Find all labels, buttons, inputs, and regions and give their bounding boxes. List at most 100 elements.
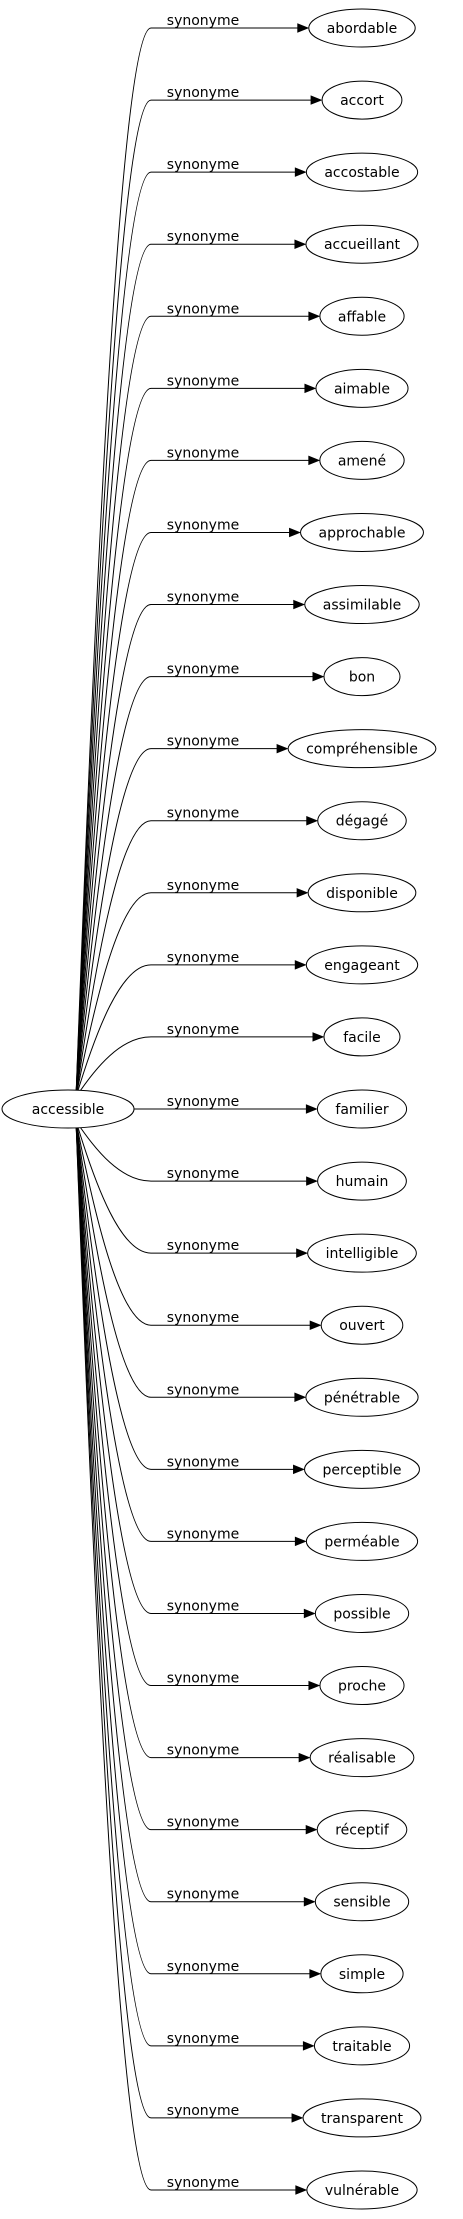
edge-synonyme: synonyme — [75, 517, 301, 1098]
arrowhead — [294, 239, 307, 249]
edge-label: synonyme — [167, 734, 239, 750]
synonym-node: abordable — [308, 8, 416, 48]
edge-line — [75, 1120, 304, 2047]
edge-synonyme: synonyme — [75, 878, 309, 1098]
synonym-node: facile — [323, 1017, 401, 1057]
edge-synonyme: synonyme — [75, 1120, 304, 2123]
edge-line — [75, 1120, 297, 1254]
synonym-node-label: engageant — [324, 958, 400, 974]
edge-line — [75, 1120, 305, 1614]
edges: synonyme synonyme synonyme synonyme synonyme… — [75, 13, 325, 2195]
edge-synonyme: synonyme — [75, 1120, 316, 1619]
edge-label: synonyme — [167, 1671, 239, 1687]
arrowhead — [312, 1032, 325, 1042]
synonym-node: accostable — [305, 152, 419, 192]
arrowhead — [296, 888, 309, 898]
edge-synonyme: synonyme — [75, 1120, 308, 2195]
edge-label: synonyme — [167, 590, 239, 606]
edge-label: synonyme — [167, 1166, 239, 1182]
synonym-node-label: assimilable — [323, 598, 401, 614]
synonym-node-label: aimable — [334, 381, 390, 397]
synonym-node: traitable — [313, 2026, 411, 2066]
edge-synonyme: synonyme — [75, 85, 323, 1098]
synonym-node: engageant — [305, 945, 419, 985]
edge-label: synonyme — [167, 2031, 239, 2047]
source-node: accessible — [1, 1089, 135, 1129]
synonym-node: accort — [321, 80, 403, 120]
synonym-node: possible — [314, 1593, 410, 1633]
edge-label: synonyme — [167, 1598, 239, 1614]
synonym-node: assimilable — [304, 585, 420, 625]
edge-label: synonyme — [167, 1022, 239, 1038]
edge-synonyme: synonyme — [75, 1120, 316, 1907]
edge-synonyme: synonyme — [75, 301, 321, 1098]
edge-label: synonyme — [167, 1887, 239, 1903]
edge-label: synonyme — [167, 2103, 239, 2119]
synonym-node-label: humain — [336, 1174, 389, 1190]
synonym-node: compréhensible — [287, 729, 437, 769]
synonym-node-label: réceptif — [335, 1823, 390, 1839]
edge-label: synonyme — [167, 950, 239, 966]
synonym-node-label: perceptible — [323, 1462, 402, 1478]
arrowhead — [309, 1320, 322, 1330]
arrowhead — [309, 1969, 322, 1979]
arrowhead — [305, 1104, 318, 1114]
arrowhead — [294, 167, 307, 177]
synonym-node-label: simple — [339, 1967, 385, 1983]
synonym-node: réalisable — [309, 1738, 415, 1778]
edge-synonyme: synonyme — [75, 950, 307, 1098]
arrowhead — [297, 23, 310, 33]
edge-label: synonyme — [167, 13, 239, 29]
edge-line — [75, 1120, 309, 1687]
edge-synonyme: synonyme — [75, 1120, 307, 1403]
edge-synonyme: synonyme — [75, 1120, 307, 1547]
synonym-node: intelligible — [307, 1233, 417, 1273]
edge-synonyme: synonyme — [75, 157, 307, 1098]
arrowhead — [295, 2185, 308, 2195]
edge-line — [75, 531, 290, 1098]
edge-synonyme: synonyme — [75, 1120, 308, 1258]
synonym-node-label: perméable — [324, 1534, 399, 1550]
edge-label: synonyme — [167, 1238, 239, 1254]
synonym-node: perceptible — [304, 1449, 420, 1489]
synonym-node-label: intelligible — [326, 1246, 399, 1262]
nodes: accessible abordable accort accostable accu… — [1, 8, 437, 2210]
arrowhead — [312, 671, 325, 682]
synonym-node-label: accueillant — [324, 237, 401, 253]
synonym-node-label: pénétrable — [324, 1390, 400, 1406]
edge-synonyme: synonyme — [75, 1022, 325, 1098]
edge-line — [75, 1120, 310, 1975]
arrowhead — [308, 455, 321, 466]
edge-line — [75, 1120, 305, 1903]
synonym-node-label: disponible — [326, 886, 398, 902]
synonym-node: familier — [316, 1089, 408, 1129]
edge-synonyme: synonyme — [75, 1120, 322, 1330]
edge-line — [75, 892, 298, 1098]
arrowhead — [294, 960, 307, 970]
synonym-node: affable — [319, 296, 405, 336]
synonym-node: ouvert — [320, 1305, 404, 1345]
edge-label: synonyme — [167, 1094, 239, 1110]
arrowhead — [303, 1608, 316, 1619]
synonym-node-label: accostable — [324, 165, 399, 181]
arrowhead — [305, 1824, 318, 1835]
edge-line — [75, 820, 307, 1098]
arrowhead — [294, 1536, 307, 1547]
edge-synonyme: synonyme — [75, 229, 307, 1098]
synonym-node: simple — [320, 1954, 404, 1994]
arrowhead — [308, 1680, 321, 1691]
edge-line — [75, 1120, 296, 1542]
synonym-node-label: proche — [338, 1679, 386, 1695]
synonym-node: vulnérable — [306, 2170, 418, 2210]
synonym-node: réceptif — [316, 1810, 408, 1850]
edge-synonyme: synonyme — [75, 1120, 311, 1763]
synonym-node-label: accort — [340, 93, 384, 109]
edge-line — [75, 1120, 307, 1182]
arrowhead — [294, 1392, 307, 1403]
edge-line — [75, 1120, 294, 1470]
edge-synonyme: synonyme — [75, 1120, 315, 2051]
arrowhead — [310, 95, 323, 105]
edge-label: synonyme — [167, 517, 239, 533]
arrowhead — [306, 1176, 318, 1186]
